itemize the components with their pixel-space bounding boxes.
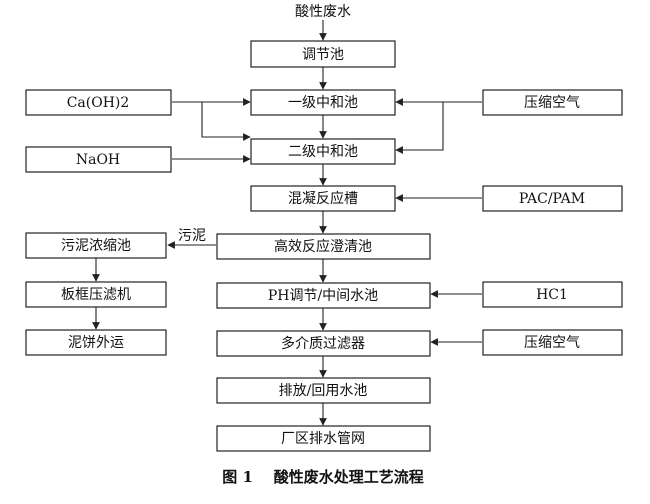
node-coagulation-tank-label: 混凝反应槽	[288, 190, 358, 207]
node-discharge-tank: 排放/回用水池	[216, 377, 431, 404]
node-pac-pam: PAC/PAM	[482, 185, 623, 212]
node-discharge-tank-label: 排放/回用水池	[279, 383, 368, 399]
input-label: 酸性废水	[295, 4, 351, 20]
node-compressed-air-1-label: 压缩空气	[524, 95, 580, 111]
node-coagulation-tank: 混凝反应槽	[250, 185, 396, 212]
node-compressed-air-2: 压缩空气	[482, 329, 623, 356]
node-plant-drainage: 厂区排水管网	[216, 425, 431, 452]
node-ph-tank: PH调节/中间水池	[216, 282, 431, 309]
node-sludge-cake-label: 泥饼外运	[68, 335, 124, 351]
node-plant-drainage-label: 厂区排水管网	[281, 431, 365, 447]
node-clarifier: 高效反应澄清池	[216, 233, 431, 260]
node-neutral-tank-2: 二级中和池	[250, 138, 396, 165]
node-neutral-tank-2-label: 二级中和池	[288, 144, 358, 160]
node-filter-press: 板框压滤机	[25, 281, 167, 308]
node-clarifier-label: 高效反应澄清池	[274, 238, 372, 255]
node-hcl: HC1	[482, 281, 623, 308]
node-neutral-tank-1: 一级中和池	[250, 89, 396, 116]
node-pac-pam-label: PAC/PAM	[519, 191, 585, 207]
node-sludge-thickener: 污泥浓缩池	[25, 232, 167, 259]
connectors	[92, 20, 482, 426]
node-naoh-label: NaOH	[76, 152, 120, 168]
node-naoh: NaOH	[25, 146, 172, 173]
node-caoh: Ca(OH)2	[25, 89, 172, 116]
node-filter-press-label: 板框压滤机	[61, 287, 131, 303]
node-adjust-tank: 调节池	[250, 40, 396, 68]
node-sludge-cake: 泥饼外运	[25, 329, 167, 356]
node-hcl-label: HC1	[536, 287, 568, 303]
node-compressed-air-1: 压缩空气	[482, 89, 623, 116]
node-compressed-air-2-label: 压缩空气	[524, 335, 580, 351]
node-sludge-thickener-label: 污泥浓缩池	[61, 238, 131, 254]
node-neutral-tank-1-label: 一级中和池	[288, 95, 358, 111]
node-caoh-label: Ca(OH)2	[67, 95, 130, 111]
figure-caption: 图 1 酸性废水处理工艺流程	[222, 468, 424, 486]
node-multimedia-filter: 多介质过滤器	[216, 330, 431, 357]
node-multimedia-filter-label: 多介质过滤器	[281, 335, 365, 352]
node-ph-tank-label: PH调节/中间水池	[268, 288, 378, 304]
edge-caoh-to-neutral2	[201, 102, 251, 141]
edge-air1-to-neutral2	[395, 102, 444, 154]
node-adjust-tank-label: 调节池	[302, 47, 344, 63]
edge-label-sludge: 污泥	[178, 228, 206, 244]
